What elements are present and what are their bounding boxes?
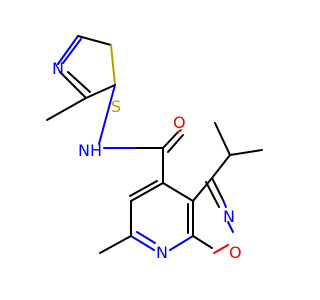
atom-label-thiazole-s: S — [111, 97, 121, 116]
bond — [211, 154, 231, 179]
bond — [222, 199, 227, 208]
atom-label-thiazole-n: N — [52, 59, 64, 78]
atom-label-layer: N S NH O N O N — [52, 59, 242, 262]
bond — [67, 71, 91, 93]
bond — [205, 181, 220, 208]
bond — [162, 131, 179, 149]
bond — [130, 235, 155, 251]
bond — [62, 38, 82, 64]
molecule-structure: N S NH O N O N — [46, 35, 263, 262]
bond — [211, 177, 224, 201]
bond — [162, 182, 194, 202]
atom-label-amide-nh: NH — [78, 141, 102, 160]
atom-label-isoxazole-n: N — [223, 207, 235, 226]
bond — [213, 244, 229, 254]
bond — [77, 35, 112, 46]
bond — [110, 44, 116, 86]
bond — [57, 35, 79, 65]
atom-label-pyridine-n: N — [156, 243, 168, 262]
bond — [98, 84, 116, 145]
bond — [130, 182, 164, 202]
bond — [177, 129, 182, 133]
bond — [85, 84, 116, 99]
bond — [192, 235, 213, 249]
bond — [46, 97, 87, 121]
bond — [129, 180, 158, 197]
bond — [227, 221, 234, 233]
bond — [136, 231, 156, 244]
bond — [214, 122, 231, 156]
bond — [229, 149, 263, 156]
bond — [99, 235, 132, 254]
bond-layer — [46, 35, 263, 254]
atom-label-carbonyl-o: O — [173, 113, 186, 132]
bond — [59, 71, 87, 99]
atom-label-isoxazole-o: O — [229, 243, 242, 262]
bond — [169, 235, 194, 251]
bond — [167, 134, 184, 153]
bond — [192, 177, 213, 202]
